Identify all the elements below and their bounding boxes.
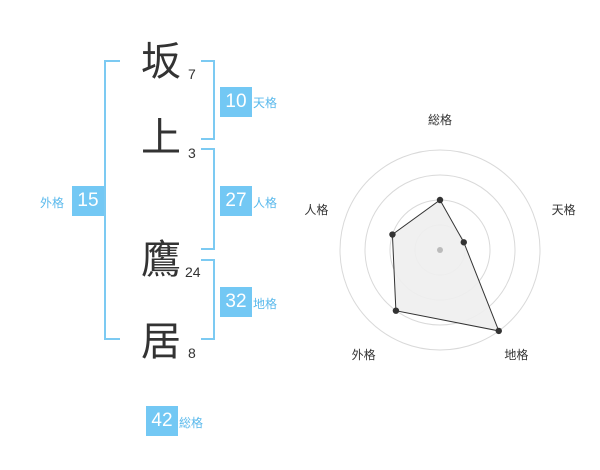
radar-axis-label-1: 総格 (428, 112, 452, 127)
chikaku-value: 32 (220, 287, 252, 317)
soukaku-value: 42 (146, 406, 178, 436)
name-char-2: 上 (141, 115, 181, 161)
gaikaku-bracket (104, 60, 120, 340)
radar-axis-label-3: 地格 (504, 347, 528, 362)
radar-shape (389, 196, 502, 335)
radar-axis-label-4: 外格 (352, 347, 376, 362)
radar-point-3 (495, 327, 502, 335)
name-char-1: 坂 (141, 39, 181, 85)
stroke-count-3: 24 (185, 264, 201, 280)
radar-point-2 (460, 239, 467, 246)
tenkaku-value: 10 (220, 87, 252, 117)
chikaku-label: 地格 (253, 297, 278, 311)
radar-point-5 (389, 231, 396, 238)
radar-ring-4 (339, 149, 541, 351)
name-char-4: 居 (141, 319, 181, 365)
stroke-count-1: 7 (188, 66, 196, 82)
radar-axis-label-2: 天格 (552, 202, 576, 217)
radar-ring-3 (364, 174, 516, 326)
soukaku-label: 総格 (179, 416, 204, 430)
jinkaku-label: 人格 (253, 196, 278, 210)
stroke-count-4: 8 (188, 345, 196, 361)
gaikaku-value: 15 (72, 186, 104, 216)
radar-point-4 (392, 307, 400, 314)
gaikaku-label: 外格 (40, 196, 65, 210)
radar-polygon (391, 199, 500, 332)
name-char-3: 鷹 (141, 237, 181, 283)
jinkaku-value: 27 (220, 186, 252, 216)
stroke-count-2: 3 (188, 145, 196, 161)
tenkaku-label: 天格 (253, 96, 278, 110)
radar-point-1 (436, 196, 444, 204)
chikaku-bracket (201, 259, 215, 340)
radar-axis-label-5: 人格 (304, 202, 328, 217)
tenkaku-bracket (201, 60, 215, 140)
jinkaku-bracket (201, 148, 215, 250)
radar-center-point (437, 247, 443, 253)
